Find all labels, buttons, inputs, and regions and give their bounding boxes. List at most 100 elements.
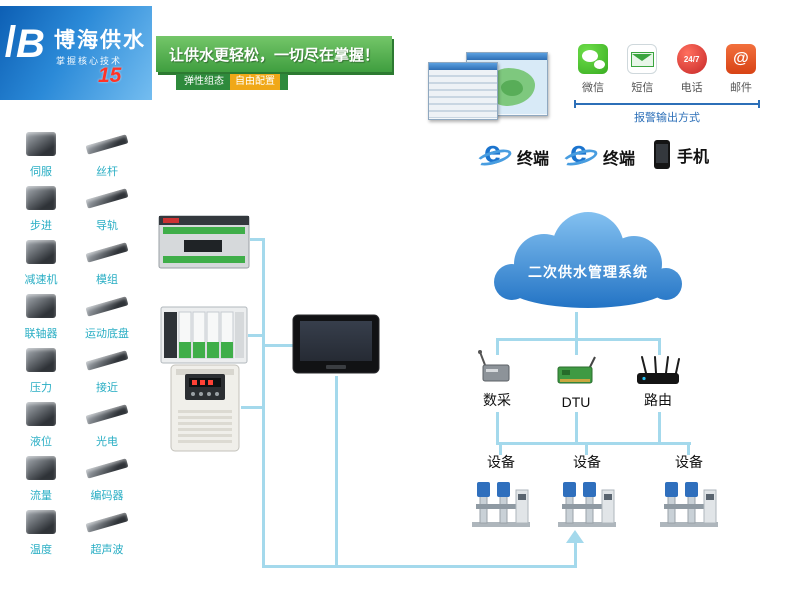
product-photo [18,396,64,432]
product-photo [18,126,64,162]
alarm-caption: 报警输出方式 [634,112,700,124]
alarm-method-label: 邮件 [729,82,752,94]
product-label: 减速机 [24,274,58,286]
terminal-item: 终端 [474,142,550,172]
product-item: 温度 [12,504,70,558]
product-photo [18,288,64,324]
window-titlebar [429,63,497,70]
product-label: 压力 [30,382,52,394]
slogan-title: 让供水更轻松，一切尽在掌握！ [168,46,379,64]
plc-controller-image [158,215,250,269]
slogan-sub-left: 弹性组态 [184,76,224,87]
device-group: 设备 [470,452,532,535]
at-symbol: @ [733,50,749,67]
connector-line [658,412,661,442]
phone-badge: 24/7 [683,54,700,64]
product-photo [84,180,130,216]
product-item: 接近 [78,342,136,396]
pump-set-image [472,482,530,527]
product-item: 光电 [78,396,136,450]
scada-content [429,70,497,118]
alarm-divider [574,100,760,108]
product-item: 模组 [78,234,136,288]
data-collector-icon [478,350,510,382]
mobile-item: 手机 [654,140,709,169]
brand-tagline: 掌握核心技术 [56,56,123,66]
product-label: 超声波 [90,544,124,556]
product-photo [84,234,130,270]
map-landmass [501,80,523,96]
gateway-label: DTU [561,394,591,410]
slogan-banner: 让供水更轻松，一切尽在掌握！ [156,36,392,72]
connector-line [499,445,502,455]
product-item: 减速机 [12,234,70,288]
product-photo [84,450,130,486]
connector-line [265,344,293,347]
gateway-dtu: DTU [544,348,608,410]
brand-mark-icon: B [5,22,45,67]
connector-line [496,338,661,341]
ie-browser-icon [560,142,600,172]
product-label: 步进 [30,220,52,232]
connector-line [687,445,690,455]
brand-name: 博海供水 [54,29,146,52]
gateway-data-collector: 数采 [465,348,529,410]
cloud-platform: 二次供水管理系统 [486,202,690,314]
connector-line [574,542,577,567]
product-label: 接近 [96,382,118,394]
product-photo [18,180,64,216]
device-group: 设备 [556,452,618,535]
product-label: 伺服 [30,166,52,178]
product-label: 编码器 [90,490,124,502]
connector-line [575,341,578,355]
alarm-method-sms: 短信 [623,44,661,95]
product-sidebar: 伺服 丝杆 步进 导轨 减速机 模组 联轴器 运动底盘 压力 接近 液位 光电 … [12,126,136,558]
connector-line [585,445,588,455]
product-item: 运动底盘 [78,288,136,342]
product-photo [18,342,64,378]
connector-line [658,341,661,355]
slogan-subbar: 弹性组态 自由配置 [176,74,288,90]
product-item: 流量 [12,450,70,504]
connector-line [262,238,265,568]
wechat-icon [578,44,608,74]
product-photo [18,234,64,270]
connector-line [575,312,578,338]
frequency-inverter-image [170,364,240,452]
product-label: 温度 [30,544,52,556]
product-photo [18,450,64,486]
product-label: 模组 [96,274,118,286]
connector-line [575,412,578,442]
connector-line [241,406,262,409]
gateway-label: 路由 [644,392,672,408]
device-label: 设备 [573,454,601,470]
product-item: 联轴器 [12,288,70,342]
plc-rack-image [160,306,248,364]
brand-logo-block: B 博海供水 掌握核心技术 15 [0,6,152,100]
product-label: 运动底盘 [85,328,129,340]
alarm-method-wechat: 微信 [574,44,612,95]
gateway-label: 数采 [483,392,511,408]
terminal-item: 终端 [560,142,636,172]
ie-browser-icon [474,142,514,172]
up-arrow-icon [566,530,584,543]
product-label: 液位 [30,436,52,448]
cloud-system-title: 二次供水管理系统 [528,264,648,280]
brand-badge: 15 [98,64,122,87]
terminal-label: 终端 [517,151,550,168]
connector-line [496,442,691,445]
device-label: 设备 [487,454,515,470]
product-photo [84,288,130,324]
terminal-label: 终端 [603,151,636,168]
slogan-sub-right: 自由配置 [230,74,280,90]
product-photo [84,504,130,540]
product-photo [84,126,130,162]
dtu-module-icon [557,356,596,384]
window-titlebar [467,53,547,60]
mobile-label: 手机 [677,148,710,166]
pump-set-image [660,482,718,527]
connector-line [496,412,499,442]
pump-set-image [558,482,616,527]
product-item: 伺服 [12,126,70,180]
scada-monitor-window [428,62,498,120]
